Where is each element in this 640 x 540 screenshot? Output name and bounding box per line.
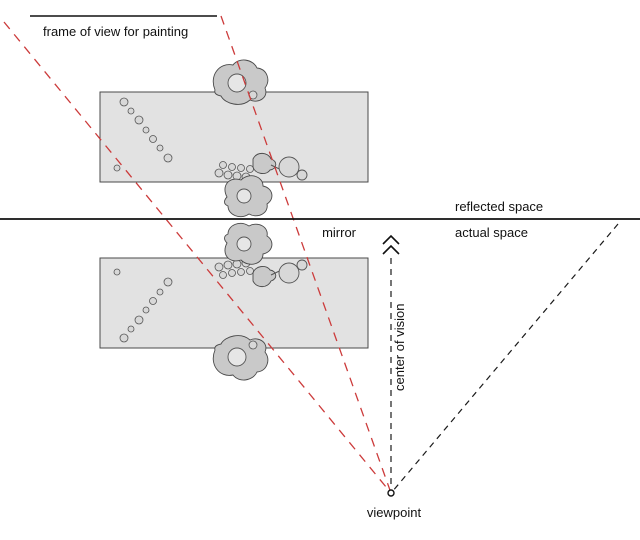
- sightline-left: [3, 21, 392, 494]
- mirror-label: mirror: [322, 225, 357, 240]
- actual-space-edge-line: [391, 223, 619, 493]
- actual-space-label: actual space: [455, 225, 528, 240]
- reflected-space-scene: [99, 59, 369, 218]
- viewpoint-label: viewpoint: [367, 505, 422, 520]
- sightline-right: [220, 15, 392, 494]
- frame-of-view-label: frame of view for painting: [43, 24, 188, 39]
- view-direction-chevron-icon: [382, 234, 400, 255]
- center-of-vision-label: center of vision: [392, 304, 407, 391]
- reflected-space-label: reflected space: [455, 199, 543, 214]
- actual-space-scene: [99, 222, 369, 381]
- viewpoint-marker: [387, 489, 395, 497]
